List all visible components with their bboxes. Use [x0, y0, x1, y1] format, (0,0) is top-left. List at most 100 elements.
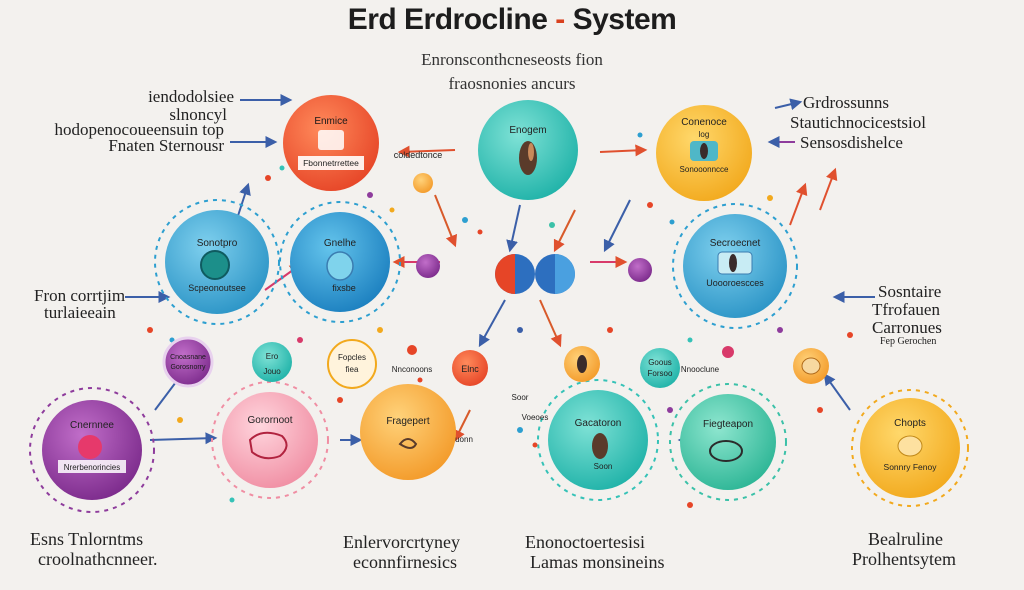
arrow-connector — [603, 199, 631, 253]
bottom-center-left-line-2: econnfirnesics — [353, 552, 457, 572]
bottom-right-line-2: Prolhentsytem — [852, 549, 956, 569]
orbit-ring — [669, 383, 787, 501]
node-label: fiea — [346, 365, 359, 374]
decor-dot — [477, 229, 483, 235]
decor-dot — [687, 502, 693, 508]
decor-dot — [177, 417, 183, 423]
node-label: Gacatoron — [575, 418, 622, 429]
node-label: Ero — [266, 352, 279, 361]
orbit-ring — [851, 389, 969, 507]
decor-dot — [229, 497, 235, 503]
orbit-ring — [211, 381, 329, 499]
node-label: Sonotpro — [197, 238, 238, 249]
gland-icon — [729, 254, 737, 272]
small-sphere-purple — [416, 254, 440, 278]
page-title: Erd Erdrocline - System — [0, 4, 1024, 36]
bottom-right-line-1: Bealruline — [868, 529, 943, 549]
orbit-ring — [154, 199, 280, 325]
arrow-connector — [789, 182, 808, 226]
node-label: Enogem — [509, 125, 546, 136]
node-circle — [162, 336, 214, 388]
left-mid-line-1: Fron corrtjim — [34, 286, 126, 305]
node-red-top: Enmice Fbonnetrrettee — [283, 95, 379, 191]
small-marker — [407, 345, 417, 355]
decor-dot — [462, 217, 468, 223]
gland-icon — [592, 433, 608, 459]
node-label: Forsoo — [648, 369, 673, 378]
decor-dot — [147, 327, 153, 333]
decor-dot — [777, 327, 783, 333]
node-teal-big: Gacatoron Soon — [548, 390, 648, 490]
node-circle — [327, 339, 377, 389]
arrow-connector — [453, 409, 471, 443]
gland-icon — [700, 143, 708, 159]
node-label: Sonooonncce — [680, 165, 729, 174]
node-blue-center: Gnelhe fixsbe — [290, 212, 390, 312]
node-label: Fiegteapon — [703, 419, 753, 430]
node-teal-small-right: Goous Forsoo — [640, 348, 680, 388]
node-inner-box — [318, 130, 344, 150]
subtitle-line-1: Enronsconthcneseosts fion — [421, 50, 603, 69]
node-label: Conenoce — [681, 117, 727, 128]
arrow-connector — [553, 209, 576, 253]
title-main: Erd Erdrocline — [347, 3, 548, 36]
arrow-connector — [397, 145, 456, 158]
split-sphere-left-half — [495, 254, 515, 294]
arrow-connector — [149, 432, 218, 445]
node-label: Elnc — [461, 364, 479, 374]
caption: Voeoes — [522, 413, 549, 422]
node-label: Gorosnorry — [170, 364, 206, 371]
arrow-connector — [823, 373, 851, 411]
node-label: Chopts — [894, 418, 926, 429]
arrow-connector — [478, 299, 506, 348]
node-circle — [360, 384, 456, 480]
node-label: Fragepert — [386, 416, 430, 427]
node-label: Enmice — [314, 116, 348, 127]
decor-dot — [337, 397, 343, 403]
orbit-ring — [29, 387, 155, 513]
arrow-connector — [434, 194, 458, 248]
decor-dot — [607, 327, 613, 333]
node-label: Uoooroescces — [706, 278, 764, 288]
node-green-big: Fiegteapon — [680, 394, 776, 490]
gland-highlight — [528, 143, 534, 161]
node-yellow-big: Chopts Sonnry Fenoy — [860, 398, 960, 498]
node-label: Gnelhe — [324, 238, 357, 249]
decor-dot — [667, 407, 673, 413]
node-circle — [452, 350, 488, 386]
caption: Nnooclune — [681, 365, 720, 374]
node-label-bar — [298, 156, 364, 170]
gland-icon — [326, 251, 354, 281]
node-circle — [222, 392, 318, 488]
arrow-connector — [819, 167, 838, 211]
node-yellow-top: Conenoce log Sonooonncce — [656, 105, 752, 201]
node-cream-small: Fopcles fiea — [327, 339, 377, 389]
node-label: Nrerbenorincies — [64, 463, 120, 472]
right-top-line-1: Grdrossunns — [803, 93, 889, 112]
organ-icon — [398, 438, 418, 449]
caption: coldedtonce — [394, 150, 443, 160]
node-teal-top: Enogem — [478, 100, 578, 200]
decor-dot — [279, 165, 285, 171]
decor-dot — [767, 195, 773, 201]
decor-dot — [377, 327, 383, 333]
decor-dot — [297, 337, 303, 343]
gland-icon — [577, 355, 587, 373]
orange-sphere-top — [413, 173, 433, 193]
caption: Nnconoons — [392, 365, 432, 374]
decor-dot — [367, 192, 373, 198]
title-tail: System — [572, 3, 677, 36]
node-pink-big: Gorornoot — [222, 392, 318, 488]
node-label: Goous — [648, 358, 672, 367]
arrow-connector — [599, 144, 648, 157]
node-label: Soon — [594, 462, 613, 471]
decor-dot — [637, 132, 643, 138]
decor-dot — [549, 222, 555, 228]
caption: Nibuonn — [443, 435, 473, 444]
bottom-left-line-1: Esns Tnlorntms — [30, 529, 144, 549]
split-sphere-right-half — [555, 254, 575, 294]
cell-icon — [200, 250, 230, 280]
small-markers — [407, 345, 734, 358]
